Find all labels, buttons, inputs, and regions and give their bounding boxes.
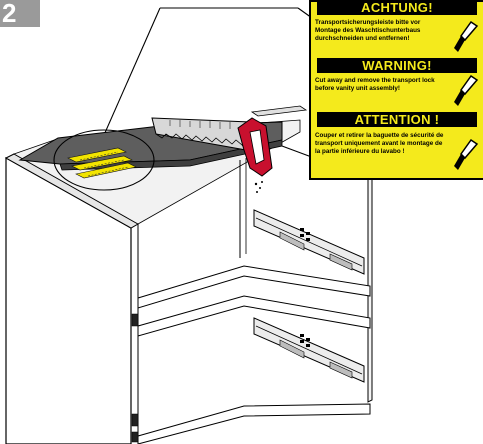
- lower-rail: [137, 295, 371, 337]
- step-number-badge: 2: [0, 0, 40, 27]
- connector-fitting: [131, 413, 139, 427]
- transport-lock-warning-label: ACHTUNG! Transportsicherungsleiste bitte…: [309, 0, 483, 180]
- knife-icon: [454, 20, 479, 52]
- callout-line: [103, 7, 161, 136]
- warning-title-en: WARNING!: [317, 58, 477, 73]
- warning-text-de: Transportsicherungsleiste bitte vor Mont…: [315, 19, 421, 42]
- knife-icon: [454, 74, 479, 106]
- warning-title-fr: ATTENTION !: [317, 112, 477, 127]
- upper-drawer-runner: [253, 209, 365, 275]
- warning-text-fr: Couper et retirer la baguette de sécurit…: [315, 132, 444, 155]
- middle-rail: [137, 265, 371, 309]
- warning-title-de: ACHTUNG!: [317, 0, 477, 15]
- cabinet-bottom: [137, 403, 371, 444]
- warning-text-en: Cut away and remove the transport lock b…: [315, 77, 435, 92]
- connector-fitting: [131, 431, 139, 443]
- lower-drawer-runner: [253, 317, 365, 383]
- transport-lock-strips: [67, 147, 137, 179]
- knife-icon: [454, 138, 479, 170]
- saw-illustration: [151, 117, 273, 193]
- zoom-circle: [53, 129, 155, 191]
- connector-fitting: [131, 313, 139, 327]
